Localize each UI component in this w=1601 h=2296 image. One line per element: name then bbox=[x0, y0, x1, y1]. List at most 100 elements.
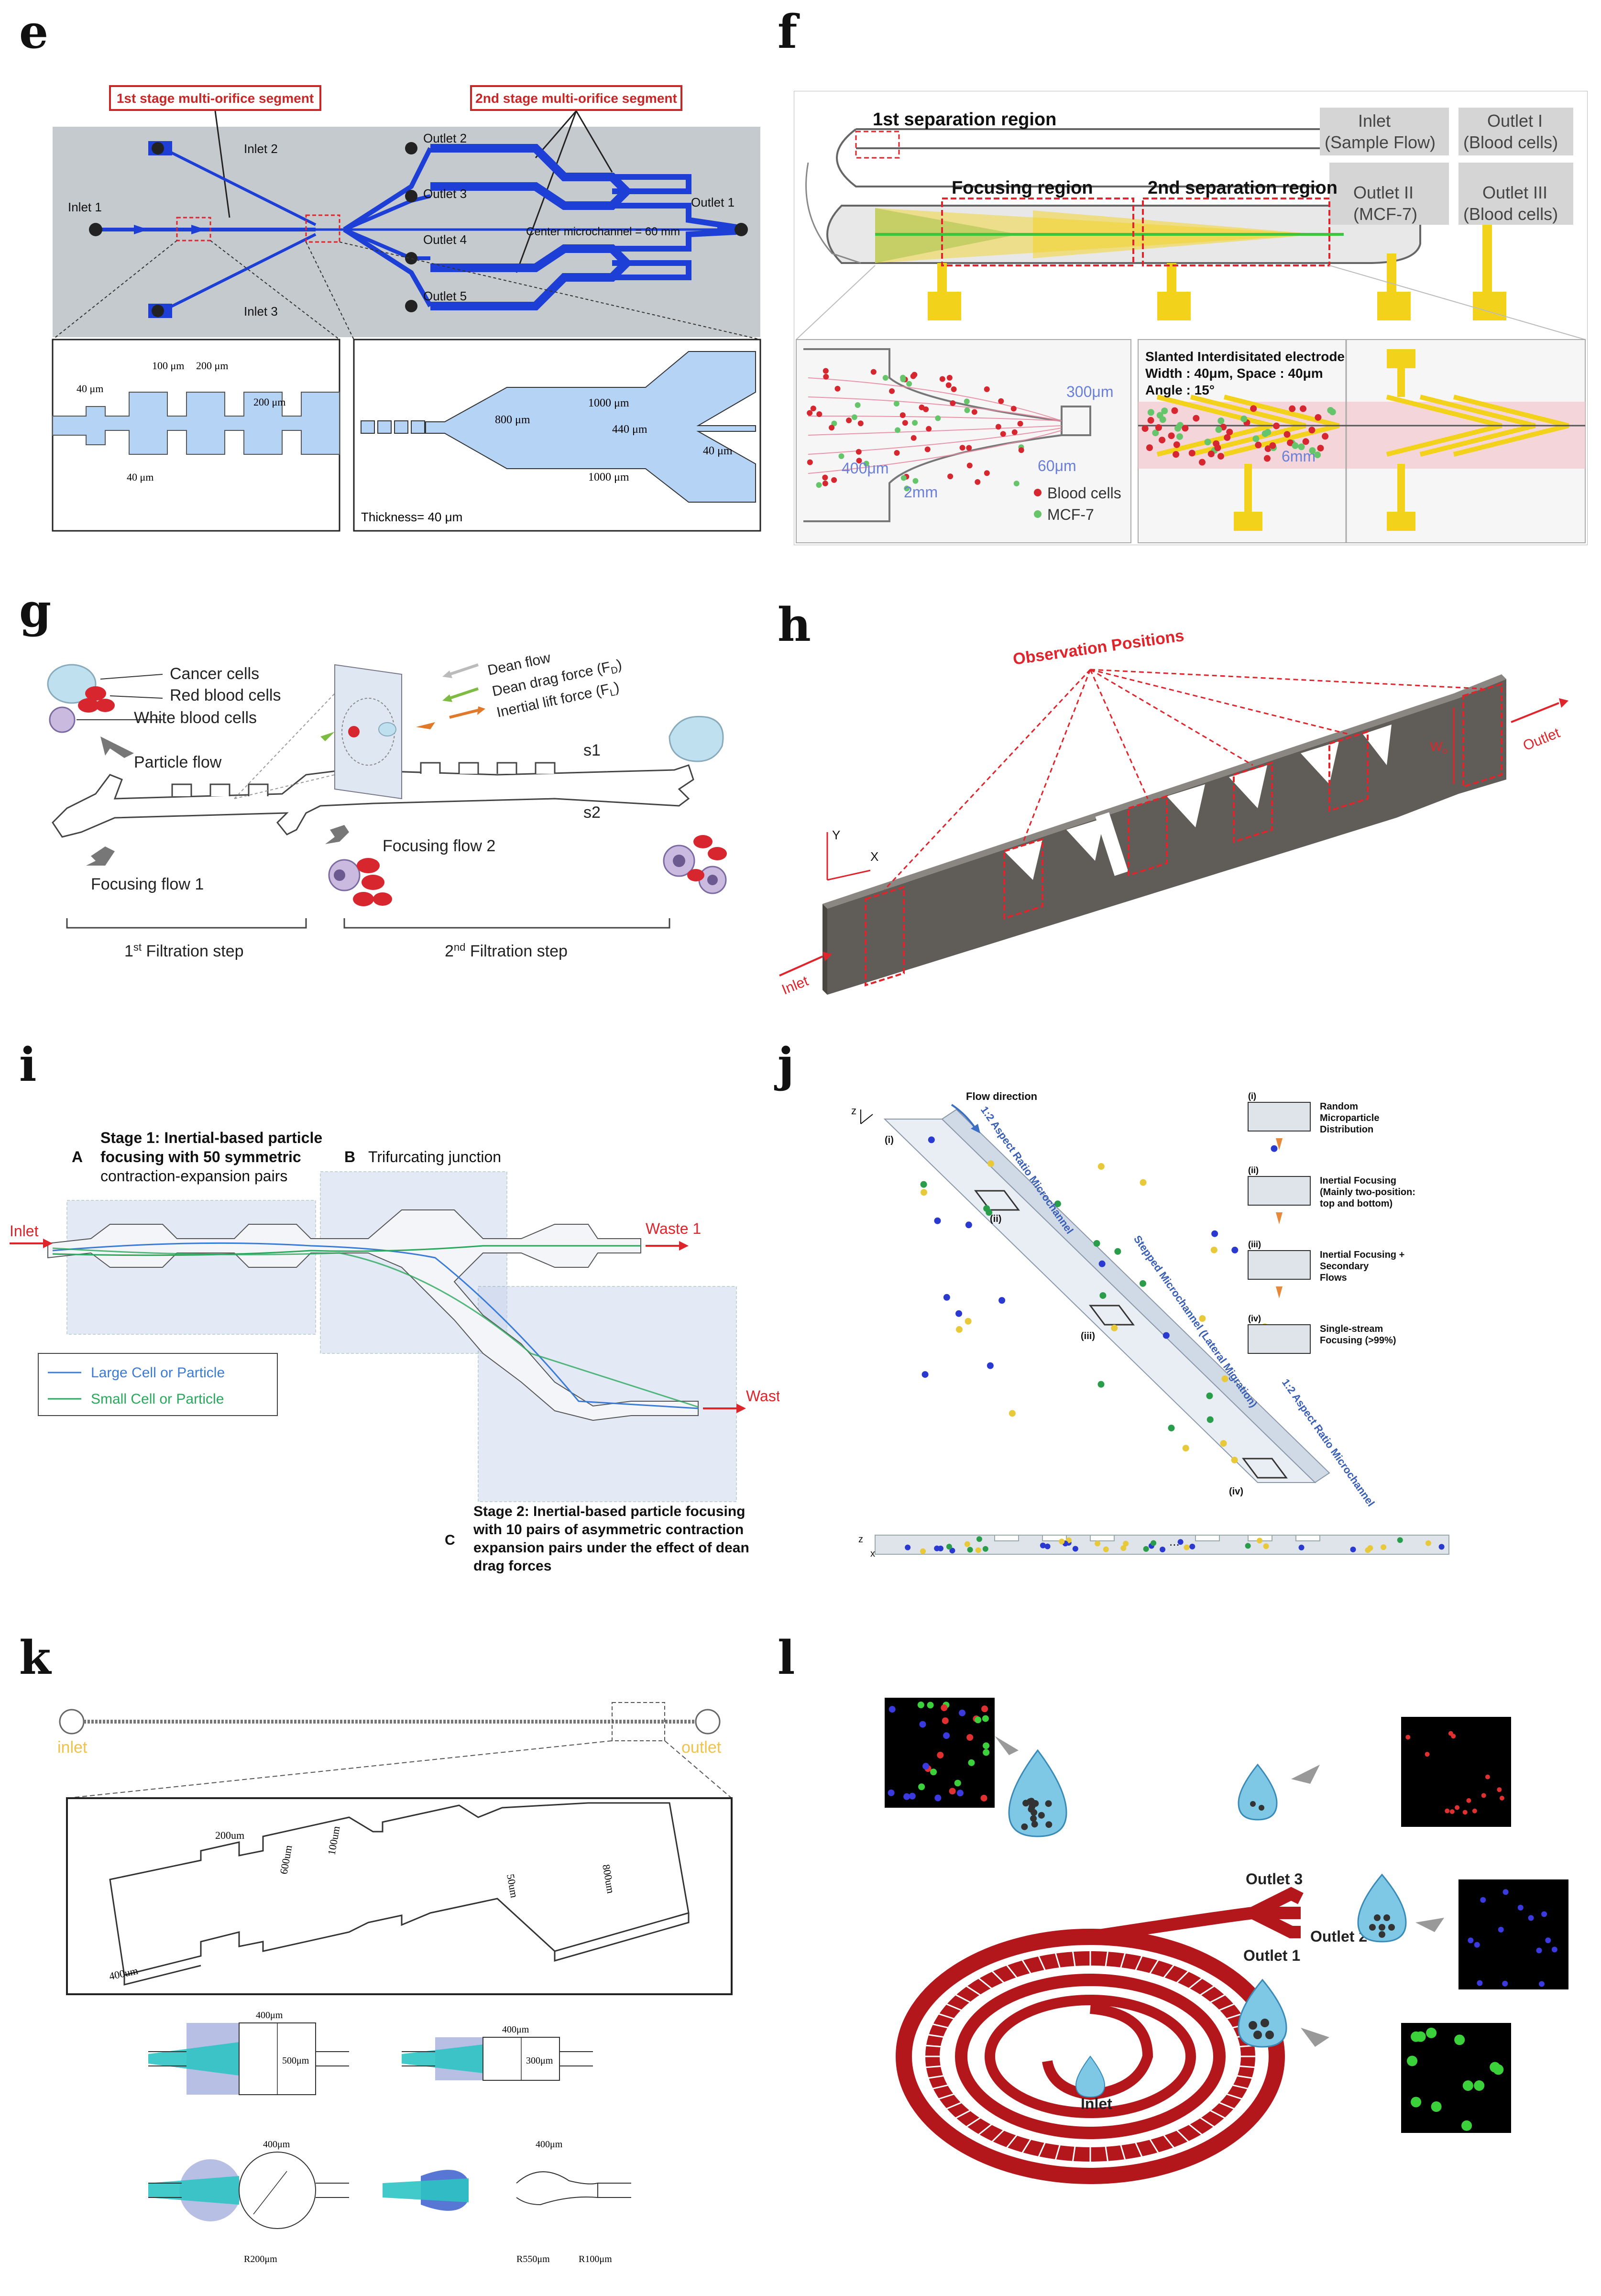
red-cell bbox=[1449, 1809, 1455, 1814]
cell-dot bbox=[807, 459, 813, 465]
l-input-drop-icon bbox=[1008, 1749, 1067, 1837]
cell-dot bbox=[1217, 452, 1224, 460]
f-inlet-label: Inlet bbox=[1358, 111, 1391, 131]
blue-cell bbox=[1545, 1937, 1551, 1944]
f-electrode-angle: Angle : 15° bbox=[1145, 383, 1215, 397]
j-r1: (i) bbox=[885, 1135, 894, 1145]
stage1-label: 1st stage multi-orifice segment bbox=[117, 91, 314, 106]
g-focusing2-label: Focusing flow 2 bbox=[383, 837, 495, 855]
cell-dot bbox=[1264, 428, 1272, 436]
spiral-tick bbox=[1185, 2121, 1206, 2138]
drop-particle bbox=[1032, 1800, 1039, 1807]
e-dim-1000-top: 1000 μm bbox=[588, 397, 629, 409]
spiral-tick bbox=[1196, 2115, 1219, 2130]
blue-cell bbox=[1517, 1904, 1524, 1911]
microparticle bbox=[1009, 1410, 1016, 1417]
spiral-tick bbox=[951, 1991, 975, 2005]
spiral-tick bbox=[1119, 1949, 1127, 1970]
h-inlet-label: Inlet bbox=[779, 973, 811, 995]
microparticle bbox=[949, 1548, 955, 1554]
h-observation-label: Observation Positions bbox=[1012, 626, 1185, 669]
cell-dot bbox=[829, 425, 835, 431]
g-s1-label: s1 bbox=[583, 741, 601, 759]
panel-l: Outlet 3 Outlet 2 Outlet 1 Inlet bbox=[880, 1693, 1588, 2291]
microparticle bbox=[1245, 1543, 1251, 1549]
cell-dot bbox=[998, 398, 1004, 404]
fluorescent-cell bbox=[922, 1763, 930, 1770]
cell-dot bbox=[1309, 447, 1316, 454]
cell-dot bbox=[910, 435, 917, 441]
cell-dot bbox=[823, 374, 829, 380]
microparticle bbox=[921, 1189, 928, 1196]
green-cell bbox=[1454, 2034, 1465, 2045]
red-cell bbox=[1485, 1774, 1490, 1780]
e-thickness: Thickness= 40 μm bbox=[361, 510, 462, 524]
k-c3-top: 400μm bbox=[263, 2139, 290, 2150]
cell-dot bbox=[912, 478, 919, 484]
microparticle bbox=[1231, 1456, 1238, 1463]
j-r2: (ii) bbox=[990, 1214, 1001, 1224]
fluorescent-cell bbox=[918, 1783, 925, 1791]
spiral-tick bbox=[962, 1983, 984, 1998]
drop-particle bbox=[1031, 1821, 1038, 1828]
chip-photo-background bbox=[53, 127, 760, 337]
f-legend-mcf: MCF-7 bbox=[1047, 506, 1094, 523]
f-focusing-label: Focusing region bbox=[952, 178, 1093, 198]
l-outlet2-label: Outlet 2 bbox=[1310, 1928, 1367, 1945]
outlet5-label: Outlet 5 bbox=[423, 289, 467, 303]
g-step1-num: 1 bbox=[124, 942, 133, 960]
blue-cell bbox=[1502, 1980, 1508, 1987]
g-step2-sup: nd bbox=[454, 941, 465, 953]
microparticle bbox=[1425, 1540, 1431, 1546]
microparticle bbox=[1098, 1260, 1106, 1267]
outlet2-label: Outlet 2 bbox=[423, 131, 467, 145]
cell-dot bbox=[1000, 431, 1006, 437]
spiral-tick bbox=[919, 2065, 948, 2069]
cell-dot bbox=[863, 461, 869, 467]
cell-dot bbox=[1159, 437, 1166, 444]
spiral-tick bbox=[975, 1975, 995, 1991]
microparticle bbox=[1059, 1538, 1065, 1545]
fluorescent-cell bbox=[927, 1702, 934, 1709]
microparticle bbox=[982, 1546, 988, 1552]
microparticle bbox=[1263, 1543, 1269, 1549]
j-legend-arrow bbox=[1276, 1212, 1283, 1224]
spiral-tick bbox=[1206, 1991, 1230, 2005]
j-ellipsis: ... bbox=[1169, 1534, 1180, 1549]
cell-dot bbox=[1250, 405, 1257, 412]
microparticle bbox=[1040, 1542, 1046, 1549]
panel-letter-e: e bbox=[19, 5, 49, 59]
microparticle bbox=[1097, 1163, 1105, 1170]
cell-dot bbox=[959, 445, 965, 451]
cell-dot bbox=[1198, 459, 1206, 466]
spiral-tick bbox=[1036, 1952, 1047, 1973]
cell-dot bbox=[906, 381, 912, 387]
microparticle bbox=[1095, 1540, 1101, 1547]
red-cell bbox=[1405, 1735, 1411, 1740]
microparticle bbox=[1271, 1145, 1278, 1152]
cell-dot bbox=[1226, 428, 1233, 436]
j-axis-z-bottom: z bbox=[858, 1534, 863, 1545]
cell-dot bbox=[1182, 425, 1189, 432]
cell-dot bbox=[1188, 450, 1195, 457]
f-legend-blood: Blood cells bbox=[1047, 484, 1121, 502]
h-axis-x: X bbox=[870, 849, 878, 864]
blue-cell bbox=[1474, 1942, 1480, 1948]
g-step2-label: Filtration step bbox=[465, 942, 568, 960]
j-legend-text: (Mainly two-position: bbox=[1320, 1187, 1415, 1197]
cell-dot bbox=[995, 424, 1001, 430]
panel-i: Stage 1: Inertial-based particle A focus… bbox=[5, 1114, 779, 1593]
microparticle bbox=[1199, 1315, 1206, 1322]
microparticle bbox=[1438, 1544, 1445, 1550]
cell-dot bbox=[924, 446, 931, 452]
fluorescent-cell bbox=[968, 1759, 975, 1766]
green-cell bbox=[1474, 2080, 1485, 2091]
cell-dot bbox=[1018, 447, 1024, 453]
fluorescent-cell bbox=[909, 1792, 916, 1800]
f-electrode-dims: Width : 40μm, Space : 40μm bbox=[1145, 366, 1323, 381]
cell-dot bbox=[1300, 405, 1307, 412]
cell-dot bbox=[1173, 451, 1180, 458]
fluorescent-cell bbox=[937, 1751, 944, 1758]
g-s2-label: s2 bbox=[583, 803, 601, 822]
microparticle bbox=[987, 1362, 994, 1369]
